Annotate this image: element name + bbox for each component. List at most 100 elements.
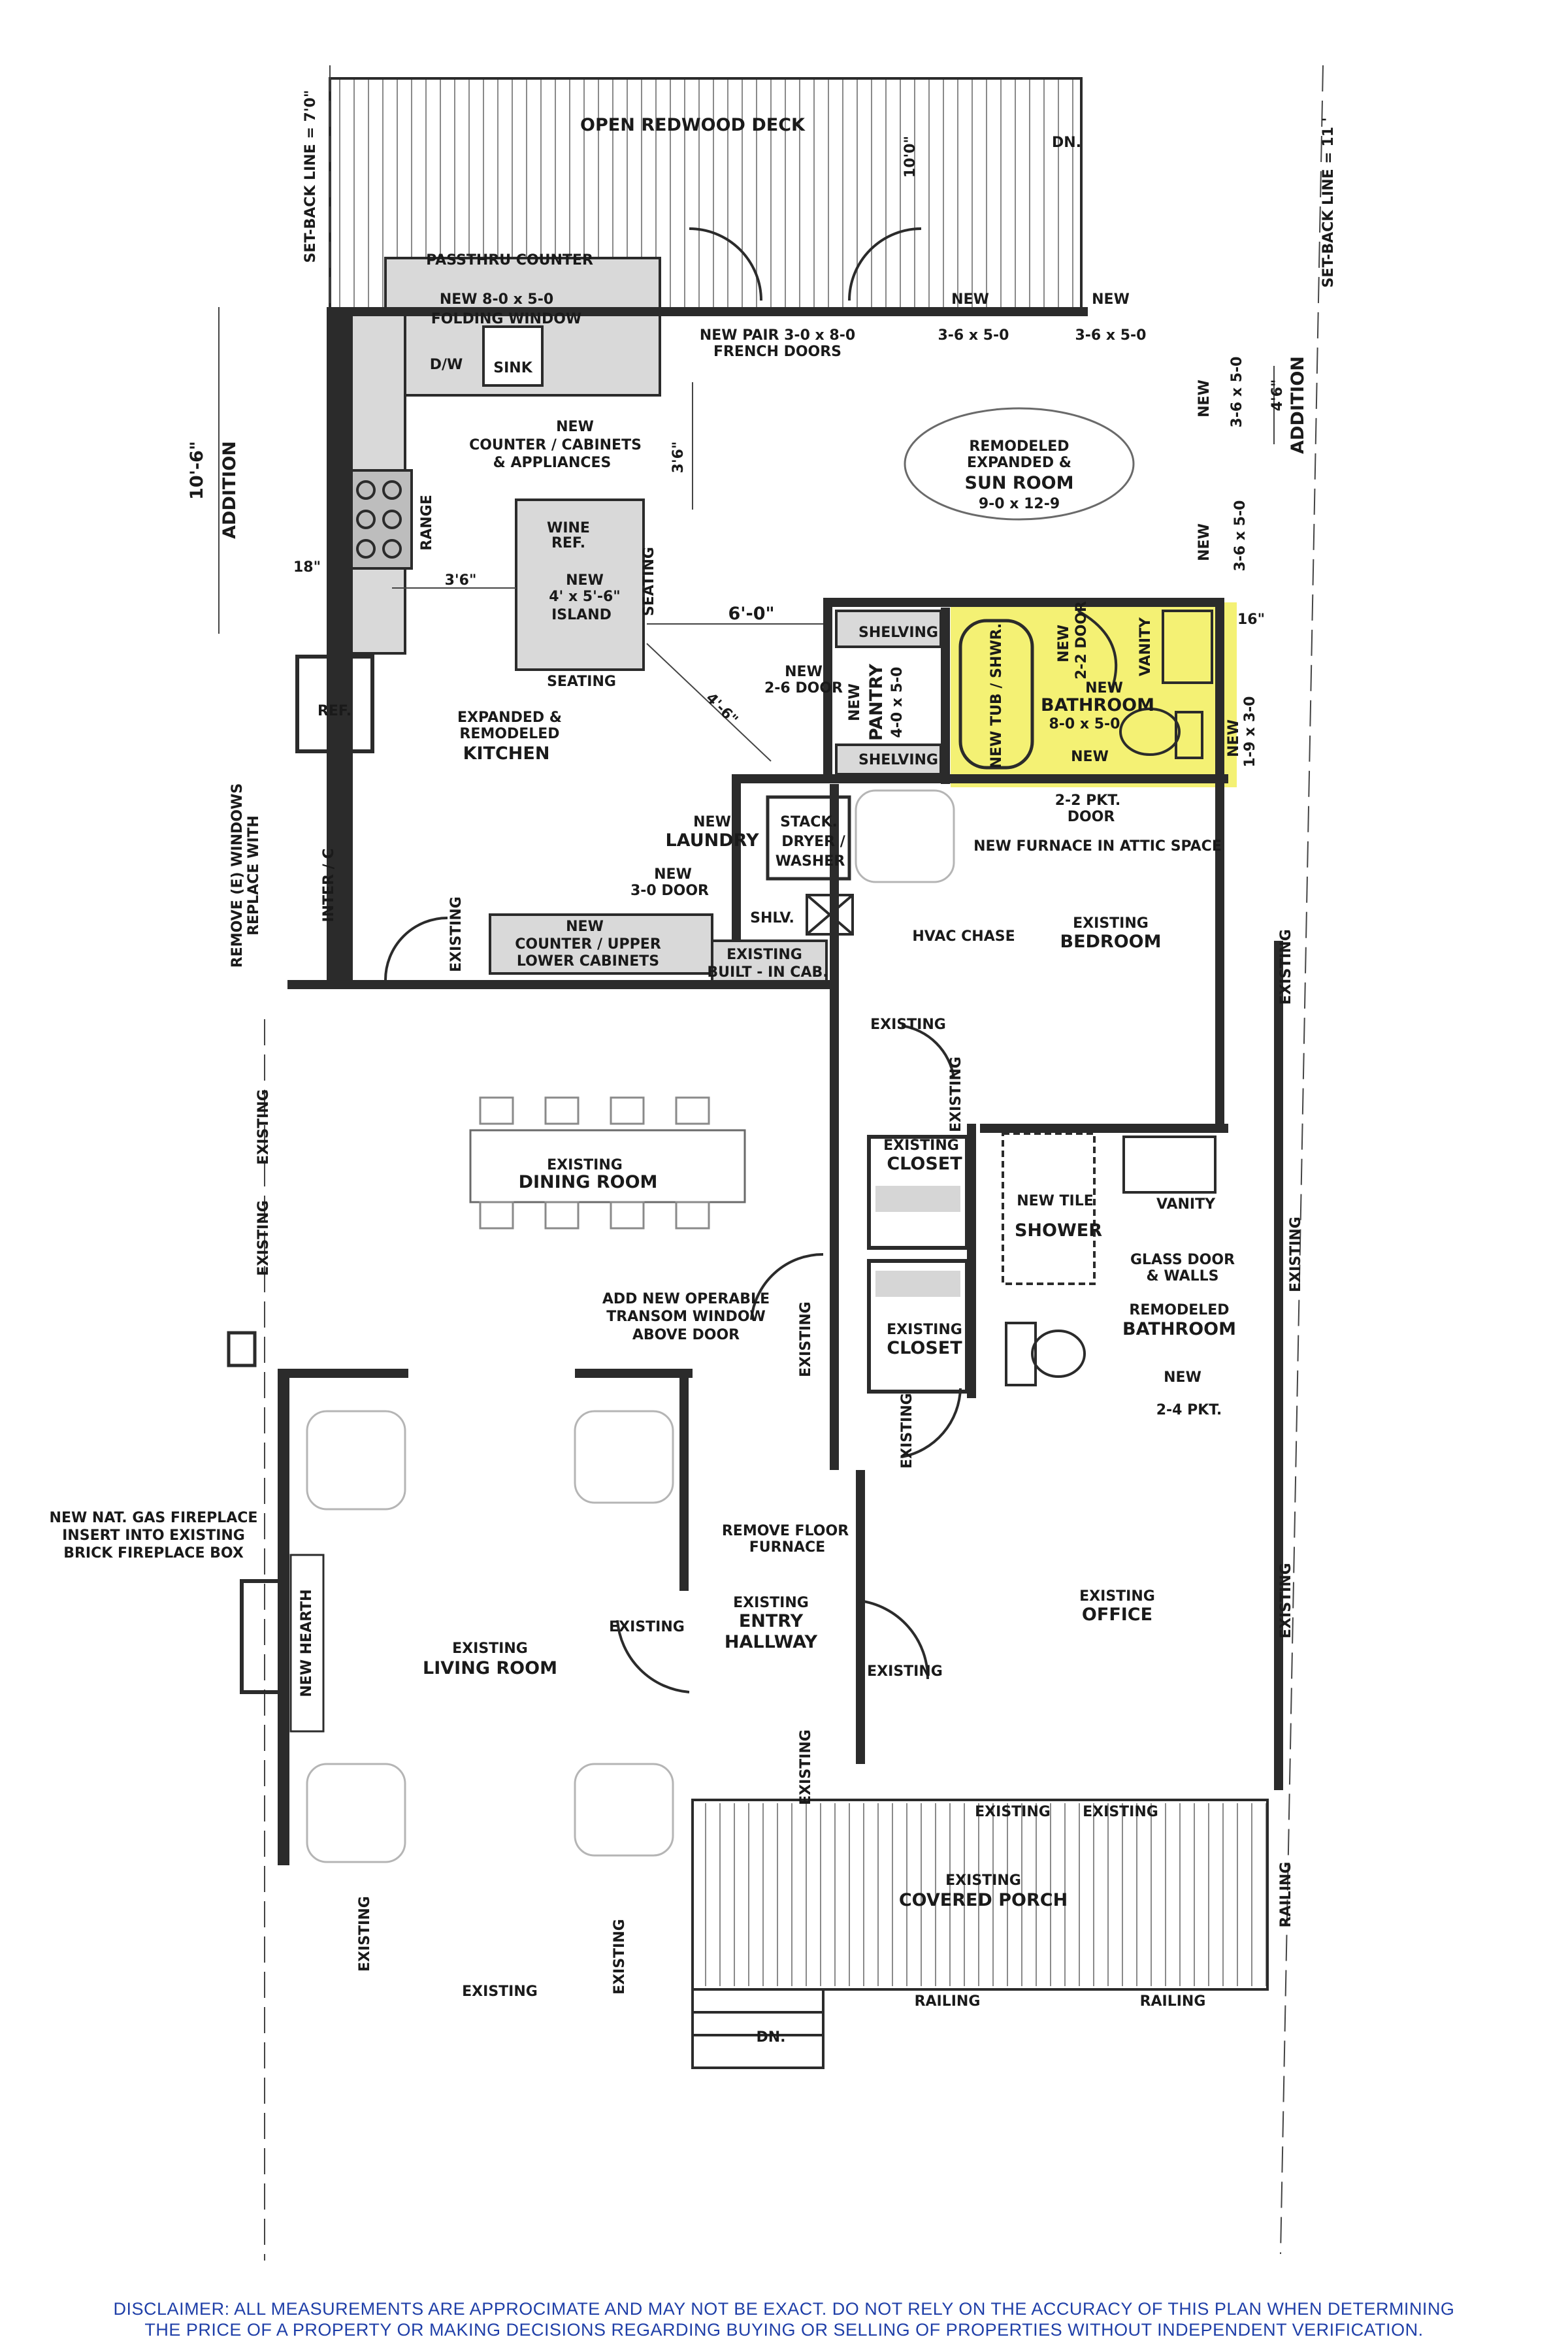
transom-label-1: ADD NEW OPERABLE — [602, 1291, 770, 1307]
right-window2-new-label: NEW — [1196, 523, 1213, 561]
pantry-label-2: PANTRY — [866, 664, 887, 742]
existing-label: EXISTING — [462, 1984, 538, 2000]
pantry-shelving-bottom — [835, 743, 942, 776]
armchair — [574, 1410, 674, 1504]
bathroom-label-1: NEW — [1085, 680, 1123, 696]
porch-steps — [691, 1988, 825, 2069]
wall-kitchen-west — [327, 307, 353, 987]
railing-side-label: RAILING — [1278, 1862, 1294, 1928]
railing-label-2: RAILING — [1140, 1993, 1206, 2010]
tub-label: NEW TUB / SHWR. — [988, 623, 1005, 769]
existing-toilet-tank — [1005, 1322, 1037, 1386]
existing-label: EXISTING — [867, 1663, 943, 1680]
builtin-label-2: BUILT - IN CAB. — [707, 964, 828, 981]
counter-label-1: NEW — [556, 419, 594, 435]
fireplace-label-1: NEW NAT. GAS FIREPLACE — [50, 1510, 258, 1526]
dim-10-6-label: 10'-6" — [187, 441, 207, 500]
right-window-size-label: 3-6 x 5-0 — [1229, 356, 1245, 427]
floor-furnace-label-2: FURNACE — [749, 1539, 825, 1556]
closet-2 — [867, 1259, 969, 1394]
wall-bath-south — [732, 774, 1228, 783]
existing-label: EXISTING — [798, 1301, 814, 1377]
deck-dn-label: DN. — [1052, 135, 1081, 151]
new-window-label-2: NEW — [1092, 291, 1130, 308]
kitchen-label-2: REMODELED — [459, 726, 559, 742]
tile-shower — [1002, 1132, 1096, 1285]
new-tub — [958, 619, 1034, 770]
bedroom-label-2: BEDROOM — [1060, 932, 1162, 952]
armchair — [306, 1410, 406, 1511]
office-label-1: EXISTING — [1079, 1588, 1155, 1605]
wall-living-north-left — [278, 1369, 408, 1378]
door-swing — [384, 917, 448, 981]
floor-furnace-label-1: REMOVE FLOOR — [722, 1523, 849, 1539]
new-window-label-1: NEW — [951, 291, 989, 308]
french-door-swing — [689, 227, 762, 301]
glass-door-label-2: & WALLS — [1146, 1268, 1218, 1284]
entry-label-1: EXISTING — [733, 1595, 809, 1611]
existing-label: EXISTING — [948, 1056, 964, 1132]
closet-1-rod — [875, 1186, 960, 1212]
remodeled-bath-label-1: REMODELED — [1129, 1302, 1229, 1318]
dining-chair — [479, 1201, 514, 1230]
lower-cab-label-2: COUNTER / UPPER — [515, 936, 661, 953]
fireplace-box — [240, 1579, 283, 1694]
island-label-2: 4' x 5'-6" — [549, 589, 621, 605]
dining-chair — [675, 1096, 710, 1125]
kitchen-label-1: EXPANDED & — [457, 710, 562, 726]
sunroom-label-2: EXPANDED & — [967, 455, 1071, 471]
dim-4-6-right-label: 4'6" — [1269, 380, 1286, 412]
existing-toilet — [1031, 1330, 1086, 1378]
range-label: RANGE — [419, 495, 435, 550]
wall-entry-west — [679, 1369, 689, 1591]
kitchen-label-3: KITCHEN — [463, 743, 550, 764]
open-deck-label: OPEN REDWOOD DECK — [580, 115, 806, 135]
wall-bath-north — [823, 598, 1224, 607]
sunroom-label-4: 9-0 x 12-9 — [979, 496, 1060, 512]
tile-shower-label-2: SHOWER — [1015, 1220, 1102, 1241]
new-bathroom-highlight — [951, 602, 1237, 787]
kitchen-island — [515, 498, 645, 671]
window-1-9-label-1: NEW — [1226, 719, 1242, 757]
addition-left-label: ADDITION — [220, 441, 240, 539]
sunroom-label-1: REMODELED — [969, 438, 1069, 455]
entry-label-3: HALLWAY — [725, 1632, 818, 1652]
window-1-9-label-2: 1-9 x 3-0 — [1242, 696, 1258, 767]
laundry-door-label-1: NEW — [654, 866, 692, 883]
existing-label: EXISTING — [357, 1896, 373, 1972]
wall-living-west — [278, 1369, 289, 1865]
seating-label-2: SEATING — [547, 674, 616, 690]
existing-label: EXISTING — [870, 1017, 946, 1033]
wall-hall-west — [830, 784, 839, 1470]
pantry-label-3: 4-0 x 5-0 — [889, 666, 906, 738]
wall-east-upper — [1215, 601, 1224, 1124]
porch-dn-label: DN. — [756, 2029, 785, 2046]
existing-vanity — [1122, 1135, 1217, 1194]
pantry-door-label-1: NEW — [785, 664, 823, 680]
disclaimer: DISCLAIMER: ALL MEASUREMENTS ARE APPROCI… — [26, 2298, 1542, 2340]
builtin-label-1: EXISTING — [727, 947, 802, 963]
porch-label-1: EXISTING — [945, 1872, 1021, 1889]
door-swing — [858, 1599, 930, 1680]
setback-right-label: SET-BACK LINE = 11 ' — [1320, 118, 1337, 288]
wall-bath2-west — [967, 1124, 976, 1398]
window-size-label-2: 3-6 x 5-0 — [1075, 327, 1146, 344]
existing-label: EXISTING — [899, 1393, 915, 1469]
bath-door-swing — [1077, 610, 1118, 693]
closet-label-2: CLOSET — [887, 1338, 962, 1358]
dining-chair — [544, 1096, 580, 1125]
counter-label-3: & APPLIANCES — [493, 455, 612, 471]
wall-pantry-bath — [941, 608, 950, 784]
wall-east-lower — [1274, 941, 1283, 1790]
setback-line-right — [1280, 65, 1324, 2255]
existing-label: EXISTING — [255, 1089, 272, 1165]
dim-3-6-label: 3'6" — [445, 572, 477, 589]
island-label-1: NEW — [566, 572, 604, 589]
dining-chair — [610, 1201, 645, 1230]
dining-table — [469, 1129, 746, 1203]
french-door-swing — [848, 227, 922, 301]
french-doors-label-1: NEW PAIR 3-0 x 8-0 — [700, 327, 855, 344]
door-swing — [901, 1388, 962, 1458]
new-vanity — [1162, 610, 1213, 684]
porch-outline — [691, 1799, 1269, 1991]
